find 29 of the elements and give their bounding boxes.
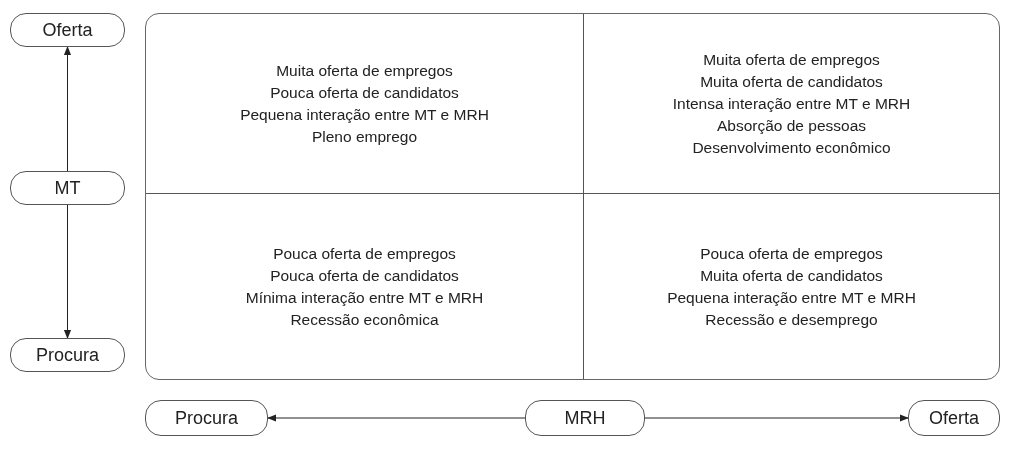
quadrant-text: Mínima interação entre MT e MRH (245, 287, 484, 308)
quadrant-text: Pleno emprego (311, 126, 418, 147)
axis-label-pill: Oferta (10, 13, 125, 47)
arrow (267, 414, 526, 422)
quadrant-text: Pouca oferta de empregos (273, 243, 456, 264)
axis-label-pill: Procura (145, 400, 268, 436)
quadrant-text: Pequena interação entre MT e MRH (667, 287, 916, 308)
quadrant-text: Pouca oferta de empregos (700, 243, 883, 264)
quadrant-text: Recessão e desemprego (705, 309, 878, 330)
quadrant-text: Muita oferta de candidatos (700, 71, 883, 92)
axis-label-pill: Procura (10, 338, 125, 372)
arrow (63, 204, 72, 339)
arrow (644, 414, 909, 422)
quadrant-matrix (145, 13, 1000, 380)
quadrant-text: Pouca oferta de candidatos (270, 265, 459, 286)
axis-label-pill: Oferta (908, 400, 1000, 436)
quadrant-text: Muita oferta de empregos (276, 60, 453, 81)
quadrant-text: Desenvolvimento econômico (692, 137, 891, 158)
arrow (63, 46, 72, 172)
quadrant-text: Pouca oferta de candidatos (270, 82, 459, 103)
quadrant-text: Pequena interação entre MT e MRH (240, 104, 489, 125)
axis-label-pill: MRH (525, 400, 645, 436)
quadrant-text: Intensa interação entre MT e MRH (672, 93, 911, 114)
quadrant-text: Recessão econômica (290, 309, 439, 330)
quadrant-cell (146, 14, 584, 194)
quadrant-text: Muita oferta de empregos (703, 49, 880, 70)
quadrant-text: Absorção de pessoas (716, 115, 867, 136)
axis-label-pill: MT (10, 171, 125, 205)
quadrant-text: Muita oferta de candidatos (700, 265, 883, 286)
